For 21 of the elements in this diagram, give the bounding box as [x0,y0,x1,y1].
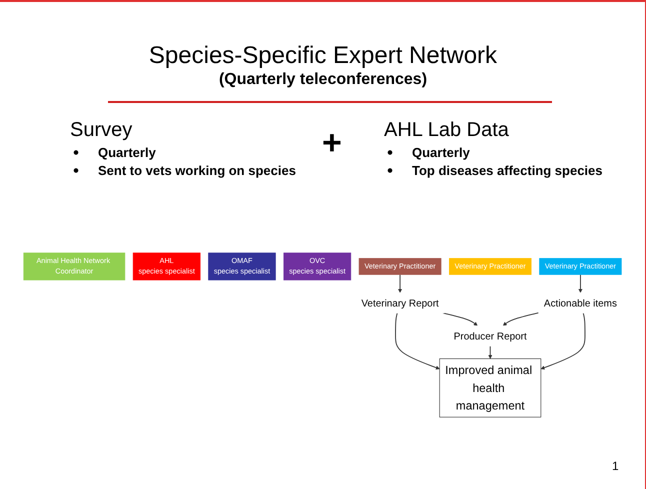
plus-sign: + [322,124,342,163]
node-text: Producer Report [454,330,527,342]
bullet-item: Top diseases affecting species [386,163,602,178]
arrow [442,312,478,326]
node-text: Veterinary Report [361,297,439,309]
node-box: Improved animal health management [439,358,542,418]
arrow [488,346,492,359]
node-text: Actionable items [544,297,617,309]
arrow [395,312,440,370]
arrow [578,274,582,293]
bullet-item: Quarterly [386,145,470,160]
bullet-item: Sent to vets working on species [72,163,296,178]
arrow [398,274,402,293]
arrow [502,312,539,326]
section-heading: AHL Lab Data [384,119,509,142]
arrow [540,312,586,370]
title: Species-Specific Expert Network [148,42,498,70]
subtitle: (Quarterly teleconferences) [218,71,428,89]
section-heading: Survey [70,119,132,142]
page-number: 1 [612,459,619,473]
bullet-item: Quarterly [72,145,156,160]
